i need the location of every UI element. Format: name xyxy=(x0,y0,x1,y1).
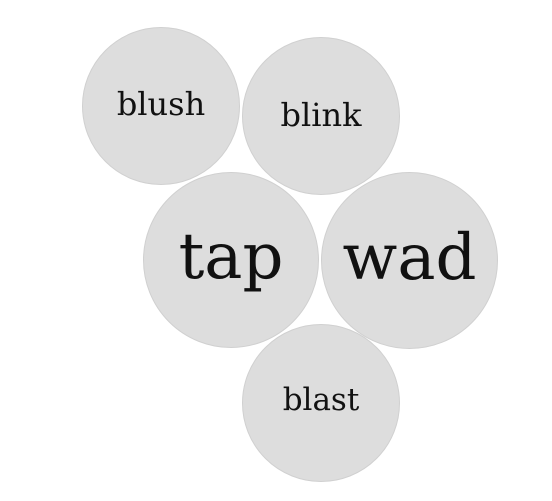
word-label: wad xyxy=(342,220,477,295)
word-bubble-wad[interactable]: wad xyxy=(321,172,498,349)
word-label: blast xyxy=(282,381,360,418)
word-bubble-blush[interactable]: blush xyxy=(82,27,240,185)
word-label: blush xyxy=(116,85,206,123)
word-bubble-blink[interactable]: blink xyxy=(242,37,400,195)
word-label: tap xyxy=(178,220,284,294)
word-bubble-tap[interactable]: tap xyxy=(143,172,319,348)
word-bubble-blast[interactable]: blast xyxy=(242,324,400,482)
word-label: blink xyxy=(280,96,362,134)
